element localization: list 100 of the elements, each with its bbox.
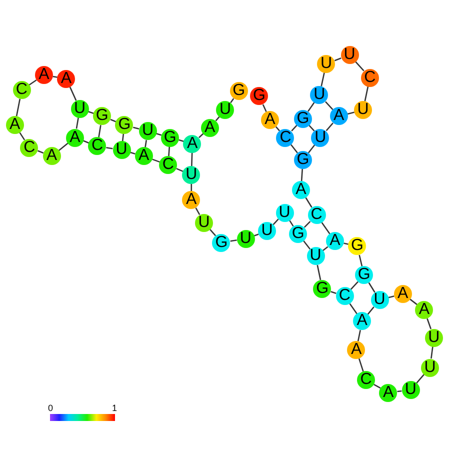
- nucleotide-circle: U: [306, 247, 325, 266]
- backbone-line: [303, 240, 311, 250]
- backbone-line: [308, 102, 315, 112]
- backbone-line: [305, 197, 312, 208]
- backbone-line: [397, 390, 402, 392]
- backbone-line: [320, 72, 325, 86]
- backbone-line: [16, 98, 21, 116]
- nucleotide-circle: G: [115, 116, 134, 134]
- backbone-line: [69, 86, 77, 101]
- nucleotide-circle: C: [336, 287, 354, 306]
- nucleotide-circle: U: [311, 128, 330, 146]
- nucleotide-circle: A: [182, 191, 200, 209]
- nucleotide-circle: U: [195, 214, 213, 232]
- nucleotide-circle: A: [200, 118, 219, 136]
- backbone-line: [325, 101, 334, 110]
- nucleotide-circle: G: [294, 151, 312, 169]
- backbone-line: [416, 374, 425, 384]
- backbone-line: [330, 291, 336, 294]
- nucleotide-circle: A: [292, 181, 310, 199]
- nucleotide-circle: A: [415, 301, 434, 319]
- backbone-line: [38, 150, 44, 154]
- nucleotide-circle: C: [12, 81, 31, 99]
- nucleotide-circle: C: [308, 206, 326, 224]
- nucleotide-circle: A: [347, 341, 366, 359]
- nucleotide-circle: A: [379, 384, 398, 402]
- backbone-line: [144, 140, 147, 148]
- nucleotide-circle: A: [183, 134, 202, 153]
- nucleotide-circle: U: [112, 141, 131, 159]
- backbone-line: [190, 184, 192, 191]
- scale-tick-label: 1: [112, 403, 118, 413]
- backbone-line: [367, 306, 374, 315]
- backbone-line: [426, 318, 432, 330]
- nucleotide-circle: U: [421, 358, 439, 376]
- nucleotide-circle: G: [250, 87, 268, 106]
- backbone-line: [290, 144, 298, 154]
- backbone-line: [198, 133, 204, 138]
- nucleotide-circle: U: [182, 166, 200, 184]
- nucleotide-circle: A: [260, 111, 279, 129]
- nucleotide-circle: A: [34, 66, 53, 84]
- nucleotide-circle: U: [354, 101, 372, 119]
- nucleotide-circle: U: [70, 100, 89, 118]
- nucleotide-circle: C: [276, 128, 294, 146]
- backbone-line: [349, 303, 358, 314]
- nucleotide-circle: A: [326, 232, 344, 250]
- nucleotide-circle: G: [294, 110, 312, 128]
- nucleotide-circle: A: [66, 128, 84, 146]
- nucleotide-circle: U: [236, 230, 255, 248]
- backbone-line: [357, 330, 361, 342]
- backbone-line: [132, 126, 140, 130]
- nucleotide-circle: G: [230, 82, 248, 100]
- backbone-line: [291, 124, 298, 132]
- nucleotide-circle: G: [212, 234, 230, 252]
- nucleotide-circle: G: [348, 237, 366, 256]
- nucleotide-circle: G: [355, 266, 374, 284]
- backbone-line: [321, 222, 330, 234]
- nucleotide-circle: U: [310, 86, 328, 104]
- nucleotide-circle: U: [258, 222, 276, 240]
- backbone-line: [304, 220, 311, 228]
- backbone-line: [58, 142, 68, 152]
- nucleotide-circle: G: [289, 224, 308, 243]
- backbone-line: [368, 282, 376, 293]
- nucleotide-circle: A: [42, 147, 61, 166]
- backbone-line: [191, 152, 193, 166]
- backbone-line: [195, 208, 200, 215]
- backbone-line: [88, 111, 94, 114]
- nucleotide-circle: C: [356, 371, 375, 389]
- backbone-line: [106, 146, 113, 150]
- backbone-line: [355, 61, 364, 72]
- nucleotide-circle: G: [313, 280, 332, 298]
- nucleotide-circle: U: [138, 122, 157, 140]
- backbone-line: [430, 346, 434, 359]
- backbone-line: [300, 168, 303, 182]
- backbone-line: [308, 144, 316, 154]
- backbone-line: [364, 86, 369, 102]
- backbone-line: [262, 104, 267, 112]
- backbone-line: [374, 384, 381, 389]
- backbone-line: [110, 118, 116, 122]
- nucleotide-circle: C: [159, 156, 178, 174]
- backbone-line: [98, 125, 102, 138]
- backbone-line: [230, 98, 234, 104]
- backbone-line: [230, 239, 237, 242]
- nucleotide-circle: G: [93, 107, 112, 126]
- nucleotide-circle: U: [370, 291, 389, 309]
- nucleotide-circle: A: [57, 70, 76, 88]
- nucleotide-circle: G: [161, 128, 180, 146]
- backbone-line: [19, 132, 26, 140]
- nucleotide-circle: C: [88, 137, 106, 156]
- backbone-line: [358, 358, 364, 372]
- backbone-line: [350, 281, 358, 290]
- nucleotide-circle: U: [424, 328, 443, 346]
- nucleotide-circle: A: [6, 116, 24, 134]
- backbone-line: [358, 254, 363, 266]
- nucleotide-circle: U: [317, 54, 336, 73]
- nucleotide-circle: U: [276, 204, 294, 222]
- backbone-line: [152, 158, 160, 163]
- nucleotide-circle: U: [402, 381, 420, 399]
- nucleotide-circle: A: [353, 312, 372, 330]
- backbone-line: [76, 118, 79, 129]
- nucleotide-circle: C: [360, 68, 379, 86]
- nucleotide-circle: A: [134, 147, 153, 166]
